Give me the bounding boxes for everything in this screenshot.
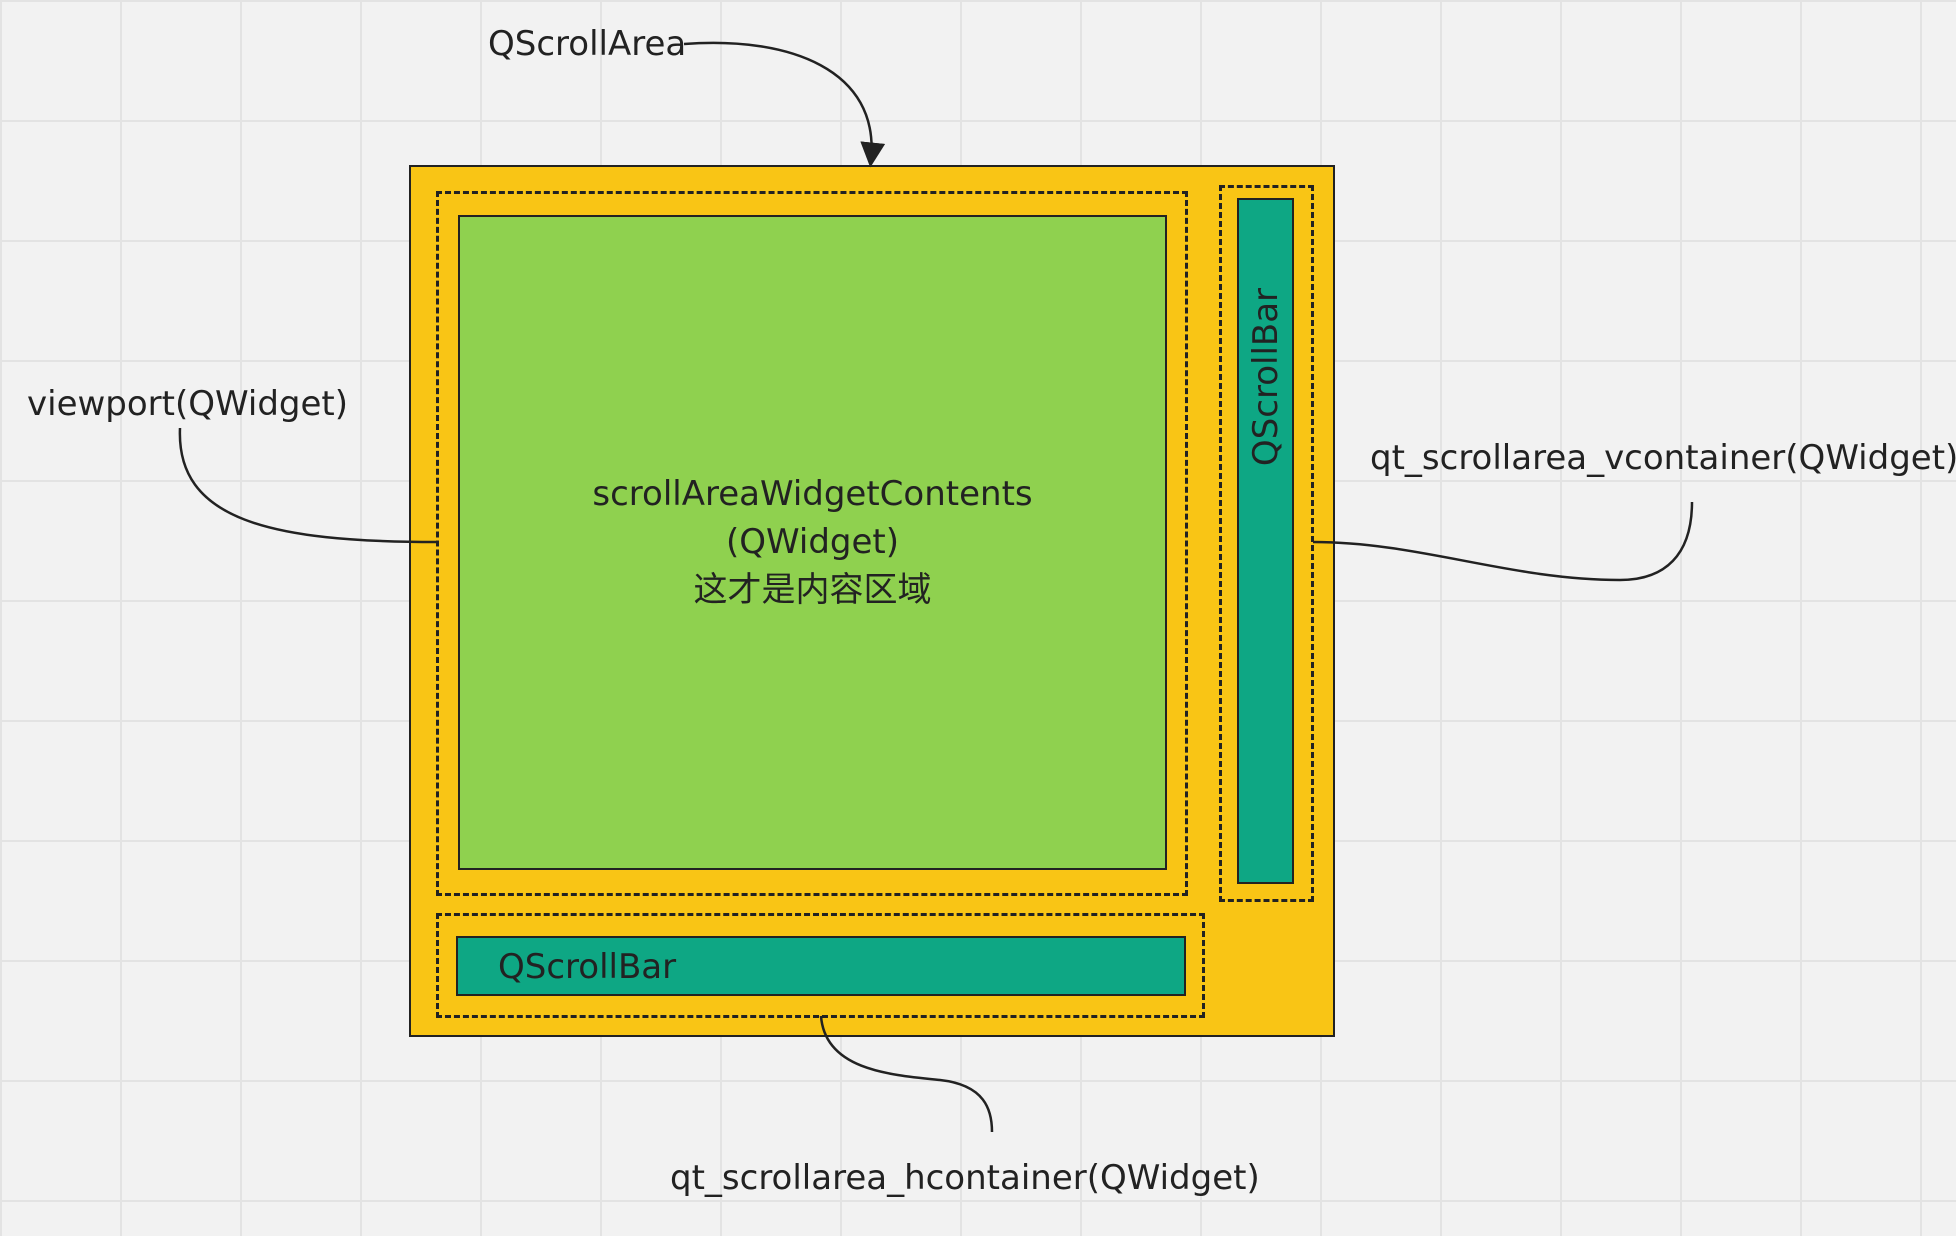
content-widget-description: 这才是内容区域 — [693, 570, 932, 610]
vcontainer-box — [1219, 185, 1314, 902]
qscrollarea-label: QScrollArea — [488, 24, 687, 64]
qscrollarea-arrow — [683, 41, 886, 168]
viewport-box — [436, 191, 1188, 896]
hcontainer-label: qt_scrollarea_hcontainer(QWidget) — [670, 1158, 1260, 1198]
hcontainer-connector — [819, 1015, 994, 1133]
vcontainer-label: qt_scrollarea_vcontainer(QWidget) — [1370, 438, 1956, 478]
viewport-connector — [178, 427, 438, 544]
content-widget-label: scrollAreaWidgetContents (QWidget) 这才是内容… — [458, 470, 1167, 614]
content-widget-name: scrollAreaWidgetContents — [592, 474, 1033, 514]
horizontal-scrollbar-label: QScrollBar — [498, 947, 677, 987]
horizontal-scrollbar — [456, 936, 1186, 996]
content-widget-box — [458, 215, 1167, 870]
vertical-scrollbar — [1237, 198, 1294, 884]
vcontainer-connector — [1312, 501, 1694, 582]
content-widget-type: (QWidget) — [725, 522, 900, 562]
viewport-label: viewport(QWidget) — [27, 384, 349, 424]
